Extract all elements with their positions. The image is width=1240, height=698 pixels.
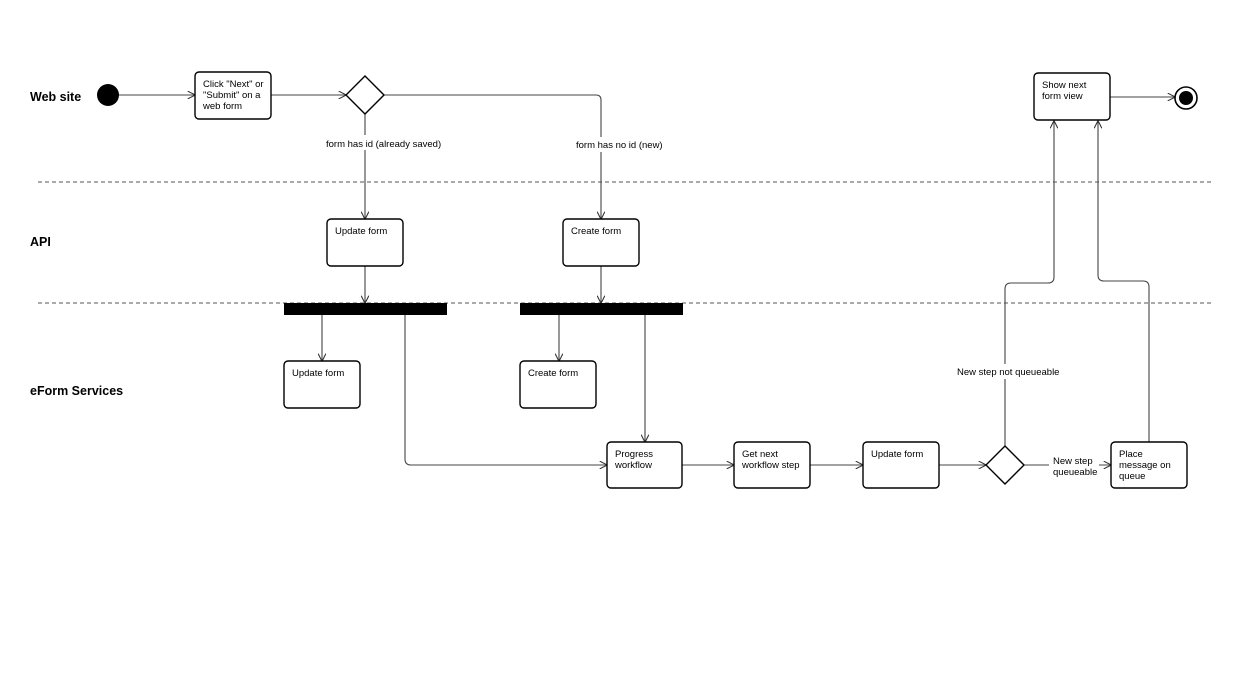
label-line: message on [1119,460,1171,471]
decision-step-queueable [985,445,1025,485]
node-api-update-form: Update form [326,218,404,267]
label-line: form view [1042,91,1083,102]
label-line: Update form [292,368,344,379]
node-api-create-form: Create form [562,218,640,267]
end-node [1174,86,1198,110]
node-update-form-2: Update form [862,441,940,489]
node-update-form-2-label: Update form [871,449,923,460]
label-line: Update form [335,226,387,237]
node-svc-create-form-label: Create form [528,368,578,379]
label-line: Create form [528,368,578,379]
edge-label-has-id-bg [322,135,440,150]
node-svc-create-form: Create form [519,360,597,409]
label-line: Place [1119,449,1143,460]
label-line: Progress [615,449,653,460]
edge-label-queueable-bg [1049,453,1099,479]
edge-place-to-show-view [1098,121,1150,442]
label-line: queue [1119,471,1145,482]
label-line: Update form [871,449,923,460]
label-line: Click "Next" or [203,79,264,90]
node-api-create-form-label: Create form [571,226,621,237]
edge-decision-to-api-create [384,94,601,219]
edge-label-has-id: form has id (already saved) [326,139,441,150]
label-line: workflow step [741,460,800,471]
edge-decision2-to-show-view [1004,121,1054,446]
fork-bar-create [520,303,683,315]
label-line: Create form [571,226,621,237]
label-line: "Submit" on a [203,90,261,101]
edge-fork1-to-progress [404,315,607,465]
label-line: web form [202,101,242,112]
edge-label-not-queueable-bg [952,364,1056,379]
lane-label-web-site: Web site [30,90,81,104]
node-svc-update-form: Update form [283,360,361,409]
node-api-update-form-label: Update form [335,226,387,237]
edge-label-no-id: form has no id (new) [576,140,663,151]
label-line: Show next [1042,80,1087,91]
node-svc-update-form-label: Update form [292,368,344,379]
edge-label-not-queueable: New step not queueable [957,367,1059,378]
fork-bar-update [284,303,447,315]
lane-label-api: API [30,235,51,249]
lane-label-eform-services: eForm Services [30,384,123,398]
decision-form-has-id [345,75,385,115]
label-line: New step [1053,456,1093,467]
edge-label-no-id-bg [572,137,662,152]
label-line: workflow [614,460,652,471]
start-node [97,84,119,106]
label-line: Get next [742,449,778,460]
label-line: queueable [1053,467,1097,478]
